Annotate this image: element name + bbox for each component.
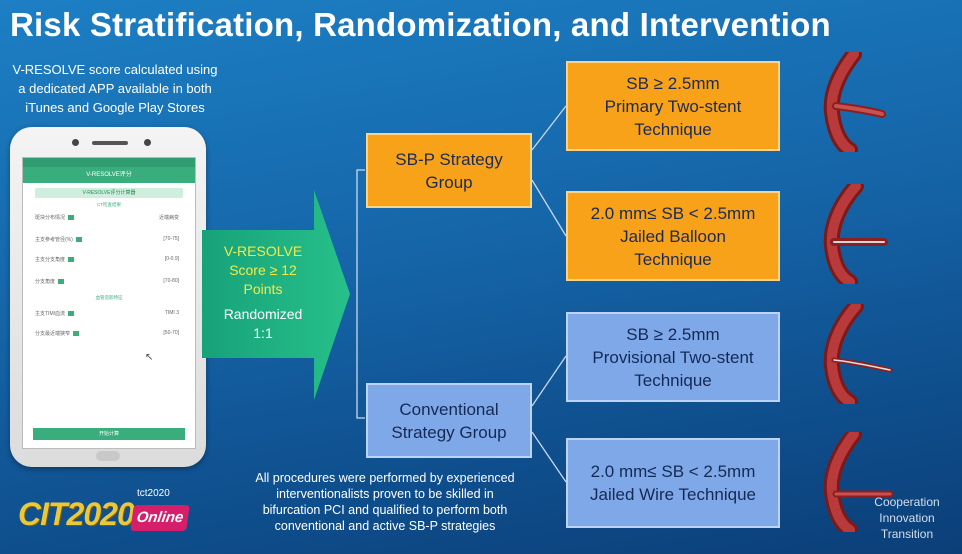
box-line: Technique [634,370,712,390]
online-badge: Online [130,505,190,531]
tct-logo: tct2020 [137,488,170,499]
note-line: All procedures were performed by experie… [255,471,515,485]
mouse-cursor-icon: ↖ [145,352,154,363]
watermark-line: Innovation [879,511,935,525]
app-row[interactable]: 主支分支角度 [0-0.9] [35,256,185,264]
phone-speaker [92,141,128,145]
score-line: Points [243,281,283,297]
cit-logo: CIT2020 [18,496,135,532]
intervention-box: 2.0 mm≤ SB < 2.5mm Jailed Balloon Techni… [566,191,780,281]
box-line: 2.0 mm≤ SB < 2.5mm [590,203,756,223]
intervention-box: SB ≥ 2.5mm Provisional Two-stent Techniq… [566,312,780,402]
app-row-value: [70-75] [163,236,179,242]
phone-mockup: V-RESOLVE评分 V-RESOLVE评分计算器 CT检查结果 斑块分布情况… [10,127,206,467]
app-note-line: V-RESOLVE score calculated using [12,62,218,77]
app-row-label: 分支角度 [35,278,65,285]
score-line: Score ≥ 12 [229,262,297,278]
app-row[interactable]: 斑块分布情况 近端病变 [35,214,185,222]
app-subsection-angio: 血管造影特征 [95,295,123,300]
intervention-box: 2.0 mm≤ SB < 2.5mm Jailed Wire Technique [566,438,780,528]
camera-icon [72,139,79,146]
box-line: SB ≥ 2.5mm [626,324,720,344]
calculate-button[interactable]: 开始计算 [33,428,185,440]
box-line: Jailed Wire Technique [590,485,756,504]
box-line: Strategy Group [391,422,507,442]
connector-line [531,105,567,151]
watermark-line: Cooperation [874,495,940,509]
box-line: Jailed Balloon [620,226,726,246]
app-row-label: 斑块分布情况 [35,214,75,221]
vessel-illustration-icon [823,304,893,404]
app-row-label: 主支分支角度 [35,256,75,263]
app-row-value: [0-0.9] [164,256,179,262]
note-line: conventional and active SB-P strategies [274,519,496,533]
app-row[interactable]: 分支角度 [70-80] [35,278,185,286]
home-button [96,451,120,461]
vessel-illustration-icon [823,52,886,152]
vessel-illustration-icon [823,432,894,532]
app-row-value: [50-70] [163,330,179,336]
box-line: Primary Two-stent [604,96,742,116]
sbp-strategy-box: SB-P Strategy Group [366,133,532,208]
app-row-value: [70-80] [163,278,179,284]
app-row-value: 近端病变 [158,215,179,221]
arrow-shape [202,190,350,400]
app-row[interactable]: 分支最近端狭窄 [50-70] [35,330,185,338]
box-line: SB-P Strategy [395,149,503,169]
app-note-line: a dedicated APP available in both [18,81,212,96]
app-row-label: 主支TIMI血流 [35,310,74,317]
note-line: interventionalists proven to be skilled … [276,487,494,501]
box-line: Technique [634,249,712,269]
app-note-line: iTunes and Google Play Stores [25,100,205,115]
app-row-label: 分支最近端狭窄 [35,330,80,337]
note-line: bifurcation PCI and qualified to perform… [262,503,508,517]
box-line: Provisional Two-stent [592,347,754,367]
slide-title: Risk Stratification, Randomization, and … [10,6,831,43]
app-row-label: 主支参考管径(%) [35,236,82,243]
app-row[interactable]: 主支参考管径(%) [70-75] [35,236,185,244]
phone-screen: V-RESOLVE评分 V-RESOLVE评分计算器 CT检查结果 斑块分布情况… [22,157,196,449]
arrow-text: V-RESOLVE Score ≥ 12 Points Randomized 1… [205,242,321,343]
vessel-illustration-icon [823,184,888,284]
sensor-icon [144,139,151,146]
randomization-arrow [202,190,350,400]
box-line: Conventional [399,399,499,419]
box-line: SB ≥ 2.5mm [626,73,720,93]
randomized-line: Randomized [223,306,303,322]
conventional-strategy-box: Conventional Strategy Group [366,383,532,458]
intervention-box: SB ≥ 2.5mm Primary Two-stent Technique [566,61,780,151]
box-line: Group [425,172,473,192]
app-section-title: V-RESOLVE评分计算器 [35,188,183,198]
app-row[interactable]: 主支TIMI血流 TIMI 3 [35,310,185,318]
connector-line [531,355,567,407]
connector-line [531,431,567,483]
watermark-line: Transition [880,527,934,541]
app-note: V-RESOLVE score calculated using a dedic… [0,60,230,117]
app-header: V-RESOLVE评分 [23,167,195,183]
app-row-value: TIMI 3 [164,310,179,316]
status-bar [23,158,195,167]
connector-line [531,179,567,237]
app-subsection-ct: CT检查结果 [97,202,121,207]
group-bracket [356,169,365,419]
box-line: 2.0 mm≤ SB < 2.5mm [590,462,756,481]
procedure-note: All procedures were performed by experie… [224,470,546,534]
ratio-line: 1:1 [253,325,273,341]
score-line: V-RESOLVE [223,243,303,259]
box-line: Technique [634,119,712,139]
